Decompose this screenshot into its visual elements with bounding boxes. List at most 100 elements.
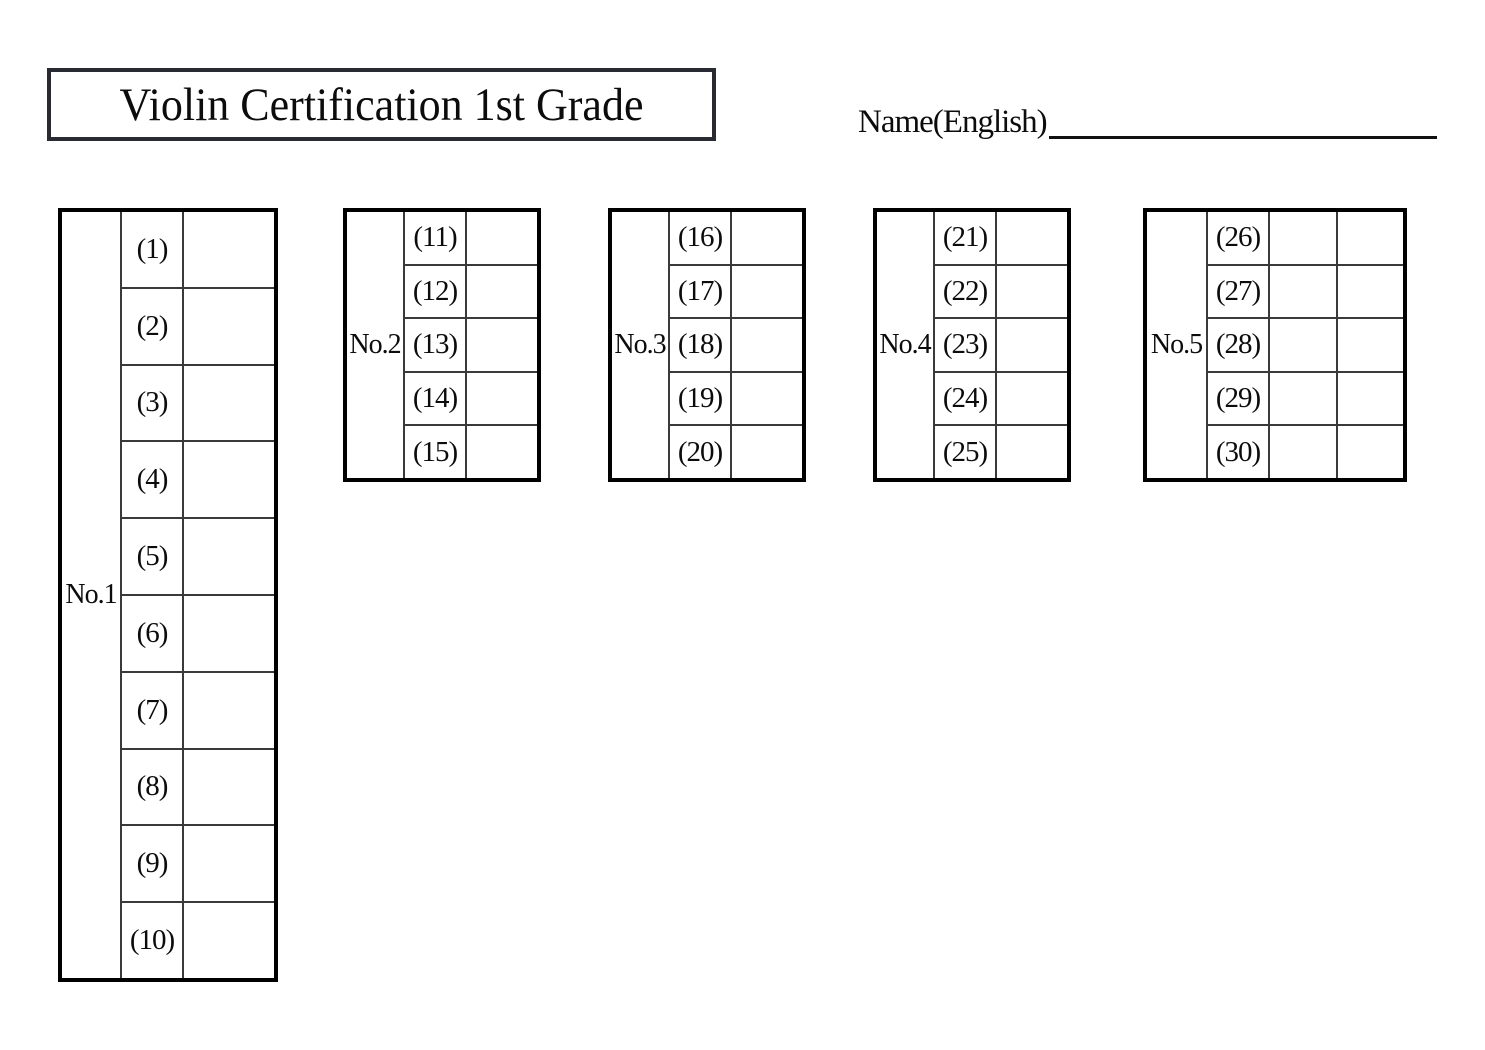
table-row: (22) [935, 263, 1067, 318]
table-row: (12) [405, 263, 537, 318]
question-number: (15) [405, 426, 467, 478]
answer-cell [732, 266, 802, 318]
question-number: (28) [1208, 319, 1270, 371]
table-label: No.1 [62, 212, 122, 978]
question-number: (23) [935, 319, 997, 371]
table-row: (25) [935, 424, 1067, 478]
title-box: Violin Certification 1st Grade [47, 68, 716, 141]
answer-table-no5: No.5(26)(27)(28)(29)(30) [1143, 208, 1407, 482]
question-number: (18) [670, 319, 732, 371]
table-row: (7) [122, 670, 274, 748]
table-row: (19) [670, 370, 802, 425]
answer-cell [184, 596, 274, 671]
answer-cell [184, 289, 274, 364]
question-number: (11) [405, 212, 467, 264]
answer-cell [997, 426, 1067, 478]
answer-table-no3: No.3(16)(17)(18)(19)(20) [608, 208, 806, 482]
question-number: (2) [122, 288, 184, 364]
question-number: (30) [1208, 426, 1270, 478]
table-row: (8) [122, 747, 274, 825]
table-row: (28) [1208, 317, 1403, 371]
answer-cell [184, 519, 274, 594]
table-row: (13) [405, 317, 537, 371]
answer-cell [1270, 373, 1336, 425]
table-row: (20) [670, 424, 802, 478]
question-number: (20) [670, 426, 732, 478]
question-number: (16) [670, 212, 732, 264]
name-label: Name(English) [858, 104, 1048, 140]
table-label: No.2 [347, 212, 405, 478]
question-number: (6) [122, 595, 184, 671]
table-row: (27) [1208, 263, 1404, 318]
answer-cell [997, 319, 1067, 371]
answer-cell [1335, 426, 1404, 478]
table-rows: (21)(22)(23)(24)(25) [935, 212, 1067, 478]
answer-cell [1335, 265, 1404, 318]
question-number: (22) [935, 265, 997, 318]
table-rows: (26)(27)(28)(29)(30) [1208, 212, 1403, 478]
answer-cell [997, 373, 1067, 425]
answer-cell [1335, 372, 1404, 425]
table-rows: (16)(17)(18)(19)(20) [670, 212, 802, 478]
question-number: (26) [1208, 212, 1270, 264]
question-number: (10) [122, 903, 184, 978]
answer-cell [184, 212, 274, 287]
table-rows: (11)(12)(13)(14)(15) [405, 212, 537, 478]
table-row: (3) [122, 363, 274, 441]
table-row: (21) [935, 212, 1067, 264]
table-row: (17) [670, 263, 802, 318]
question-number: (24) [935, 372, 997, 425]
table-row: (26) [1208, 212, 1403, 264]
question-number: (5) [122, 519, 184, 594]
answer-cell [467, 319, 537, 371]
table-label: No.4 [877, 212, 935, 478]
answer-cell [732, 319, 802, 371]
name-field: Name(English) [858, 104, 1437, 142]
answer-cell [732, 426, 802, 478]
answer-cell [1270, 212, 1336, 264]
table-row: (4) [122, 440, 274, 518]
table-row: (10) [122, 901, 274, 978]
answer-cell [467, 426, 537, 478]
answer-table-no1: No.1(1)(2)(3)(4)(5)(6)(7)(8)(9)(10) [58, 208, 278, 982]
question-number: (1) [122, 212, 184, 287]
table-row: (23) [935, 317, 1067, 371]
table-row: (14) [405, 370, 537, 425]
answer-cell [467, 212, 537, 264]
answer-cell [184, 826, 274, 901]
answer-cell [732, 212, 802, 264]
table-row: (24) [935, 370, 1067, 425]
table-row: (1) [122, 212, 274, 287]
answer-cell [467, 266, 537, 318]
answer-cell [1270, 319, 1336, 371]
question-number: (17) [670, 265, 732, 318]
table-row: (15) [405, 424, 537, 478]
table-row: (2) [122, 286, 274, 364]
question-number: (12) [405, 265, 467, 318]
table-row: (11) [405, 212, 537, 264]
answer-cell [184, 903, 274, 978]
answer-table-no4: No.4(21)(22)(23)(24)(25) [873, 208, 1071, 482]
answer-cell [732, 373, 802, 425]
answer-cell [1270, 426, 1336, 478]
answer-cell [997, 266, 1067, 318]
question-number: (13) [405, 319, 467, 371]
table-label: No.3 [612, 212, 670, 478]
question-number: (3) [122, 365, 184, 441]
question-number: (21) [935, 212, 997, 264]
answer-cell [1335, 212, 1404, 264]
table-row: (9) [122, 824, 274, 902]
question-number: (27) [1208, 265, 1270, 318]
name-blank-line [1048, 135, 1437, 139]
answer-cell [467, 373, 537, 425]
page-title: Violin Certification 1st Grade [119, 78, 644, 131]
question-number: (25) [935, 426, 997, 478]
question-number: (14) [405, 372, 467, 425]
table-label: No.5 [1147, 212, 1208, 478]
table-row: (29) [1208, 370, 1404, 425]
question-number: (29) [1208, 372, 1270, 425]
question-number: (19) [670, 372, 732, 425]
answer-cell [184, 750, 274, 825]
question-number: (7) [122, 672, 184, 748]
